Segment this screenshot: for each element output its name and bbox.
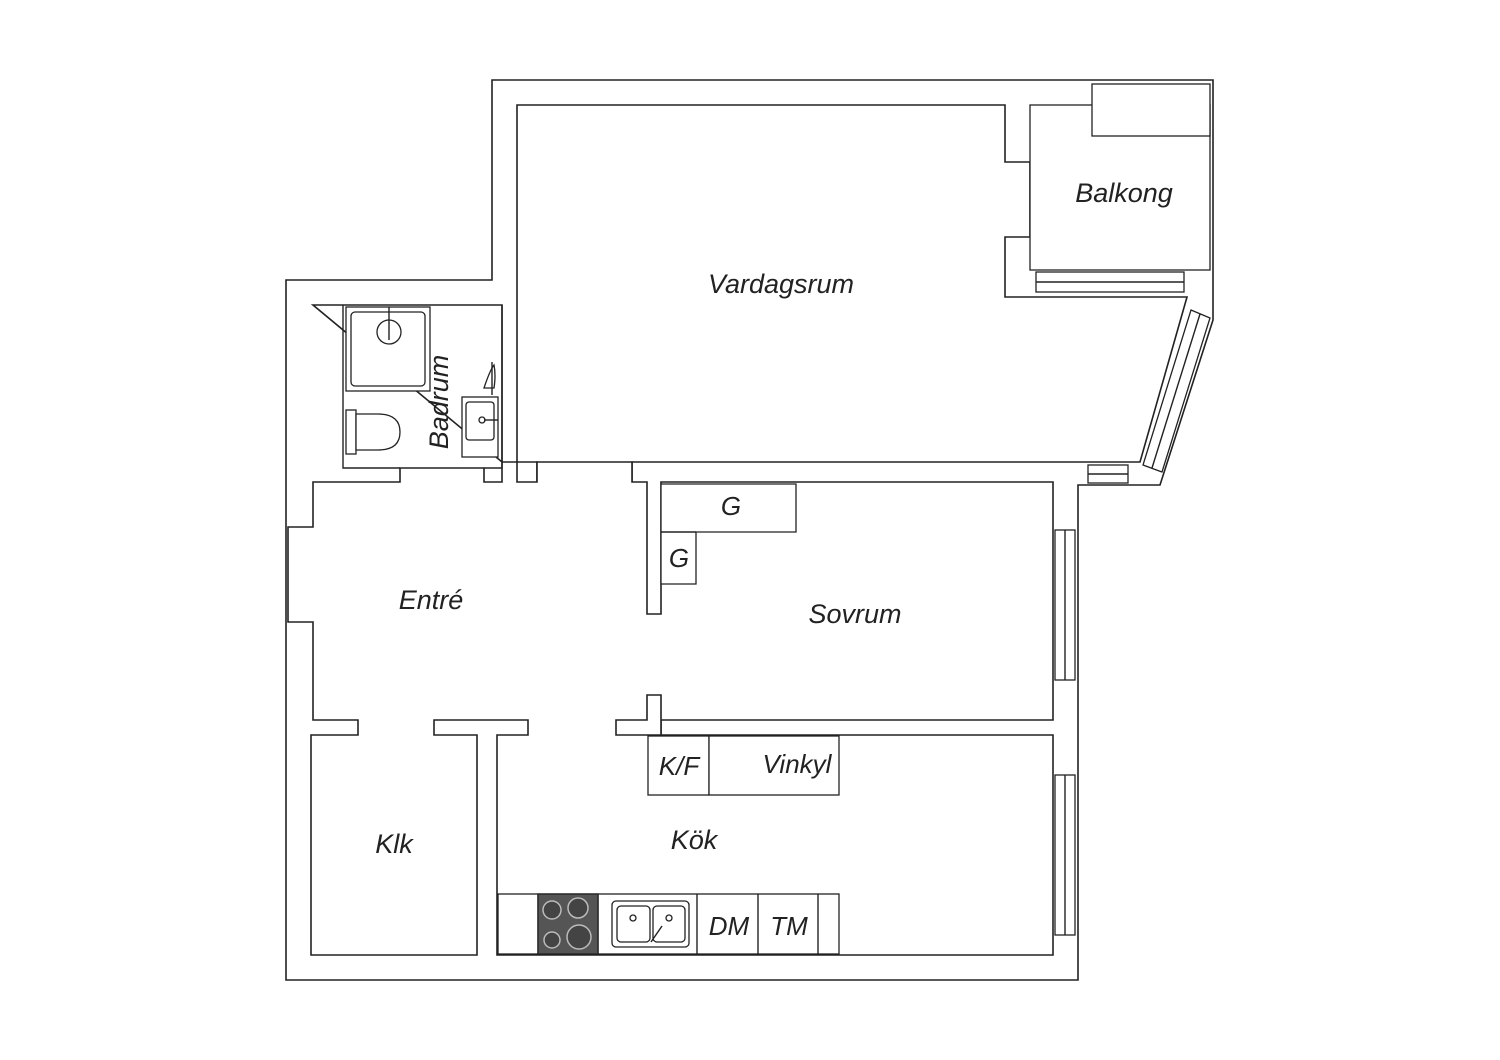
sink-bowl-left xyxy=(616,905,651,943)
burner-3 xyxy=(543,931,561,949)
kitchen-fixtures xyxy=(497,735,840,955)
bathroom-wall xyxy=(342,305,400,469)
room-label-balkong: Balkong xyxy=(1075,178,1173,208)
shower-inner xyxy=(350,311,426,387)
fixture-label-fridge-freezer: K/F xyxy=(659,751,702,781)
sink-drain-right xyxy=(665,914,673,922)
balcony xyxy=(1029,83,1211,293)
window-living-glass xyxy=(1151,313,1201,469)
toilet-tank xyxy=(345,409,357,455)
burner-1 xyxy=(542,900,562,920)
bathroom-wall-right xyxy=(484,305,503,469)
windows xyxy=(1054,309,1211,936)
balcony-box xyxy=(1091,83,1211,137)
room-label-entre: Entré xyxy=(399,585,464,615)
wine-cooler-box xyxy=(708,735,840,796)
fixture-label-wardrobe-2: G xyxy=(669,543,689,573)
sink-bowl-right xyxy=(652,905,686,943)
entre-inner-wall xyxy=(287,304,1054,956)
burner-4 xyxy=(566,924,592,950)
wardrobes xyxy=(660,483,797,585)
fixture-label-dishwasher: DM xyxy=(709,911,750,941)
room-label-sovrum: Sovrum xyxy=(808,599,901,629)
sink-drain-left xyxy=(629,914,637,922)
room-label-klk: Klk xyxy=(375,829,414,859)
fixture-label-dryer: TM xyxy=(770,911,808,941)
burner-2 xyxy=(567,897,589,919)
room-label-badrum: Badrum xyxy=(424,355,454,450)
room-label-kok: Kök xyxy=(671,825,719,855)
bathroom-fixtures xyxy=(345,306,499,458)
toilet-bowl-icon xyxy=(355,413,401,451)
room-label-vardagsrum: Vardagsrum xyxy=(708,269,854,299)
labels: Vardagsrum Balkong Badrum Entré Sovrum K… xyxy=(375,178,1173,941)
door-stub xyxy=(615,694,662,736)
fixture-label-wardrobe-1: G xyxy=(721,491,741,521)
kitchen-tap xyxy=(650,925,663,943)
fixture-label-wine-cooler: Vinkyl xyxy=(763,749,833,779)
fridge-freezer-box xyxy=(647,735,710,796)
